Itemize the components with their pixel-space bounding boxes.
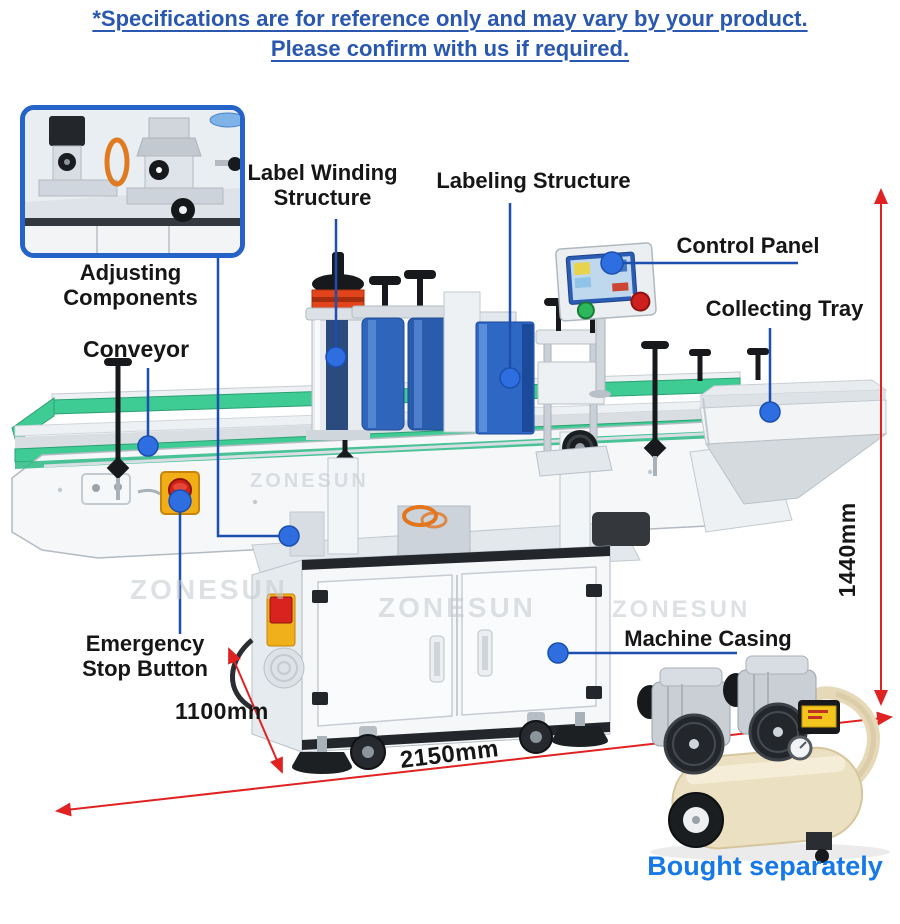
emergency-stop-line2: Stop Button [82,655,208,681]
disclaimer-line-2: Please confirm with us if required. [270,36,630,61]
disclaimer-line-1: *Specifications are for reference only a… [92,6,808,31]
label-winding-line1: Label Winding [247,160,398,185]
collecting-tray [698,379,888,505]
watermark-text: ZONESUN [612,596,751,623]
machine-casing-label: Machine Casing [624,626,792,651]
watermark-text: ZONESUN [250,470,369,492]
inset-illustration [25,110,240,253]
adjusting-components-inset-photo [20,105,245,258]
labeling-structure-label: Labeling Structure [436,168,631,193]
control-panel-label: Control Panel [676,233,820,258]
watermark-text: ZONESUN [130,574,288,605]
adjusting-components-label: Adjusting Components [28,260,233,310]
watermark-text: ZONESUN [378,592,536,623]
door-hinges [312,584,602,705]
emergency-stop-label: Emergency Stop Button [50,631,240,681]
adjusting-components-line1: Adjusting [79,260,182,285]
adjusting-components-line2: Components [63,284,198,310]
air-compressor [637,655,890,863]
depth-dimension: 1100mm [175,698,269,724]
label-winding-structure [305,252,371,440]
callout-lines [146,203,798,655]
label-winding-line2: Structure [273,184,372,210]
collecting-tray-label: Collecting Tray [705,296,864,321]
height-dimension: 1440mm [834,502,861,598]
conveyor-label: Conveyor [82,336,190,362]
emergency-stop-line1: Emergency [85,631,205,656]
bought-separately-label: Bought separately [647,851,883,881]
callout-dots [137,251,781,664]
label-winding-structure-label: Label Winding Structure [230,160,415,210]
